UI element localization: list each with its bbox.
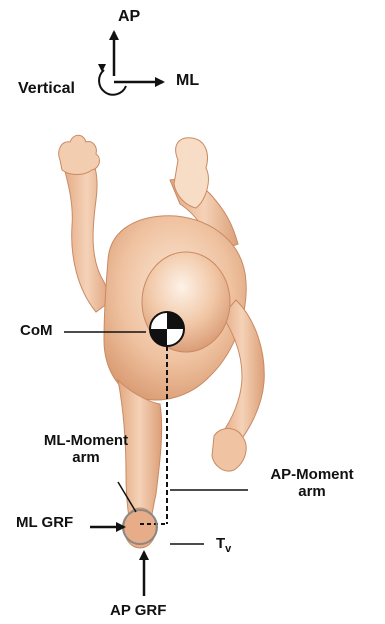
com-symbol — [150, 312, 184, 346]
ap-grf-label: AP GRF — [110, 602, 166, 619]
tv-main: T — [216, 535, 225, 552]
ml-moment-arm-line2: arm — [26, 449, 146, 466]
ap-moment-arm-line1: AP-Moment — [256, 466, 368, 483]
ml-axis-label: ML — [176, 72, 199, 90]
left-arm — [62, 150, 112, 312]
com-label: CoM — [20, 322, 53, 339]
tv-subscript: v — [225, 543, 231, 555]
ml-moment-arm-line1: ML-Moment — [26, 432, 146, 449]
right-lower-hand — [212, 429, 246, 472]
left-hand — [59, 135, 100, 174]
coordinate-axes — [98, 32, 163, 95]
ap-moment-arm-label: AP-Moment arm — [256, 466, 368, 500]
tv-label: Tv — [216, 535, 231, 555]
rotation-arrowhead — [98, 64, 106, 72]
ap-axis-label: AP — [118, 8, 140, 26]
ml-moment-arm-label: ML-Moment arm — [26, 432, 146, 466]
ml-grf-label: ML GRF — [16, 514, 73, 531]
ap-moment-arm-line2: arm — [256, 483, 368, 500]
vertical-axis-label: Vertical — [18, 80, 75, 98]
